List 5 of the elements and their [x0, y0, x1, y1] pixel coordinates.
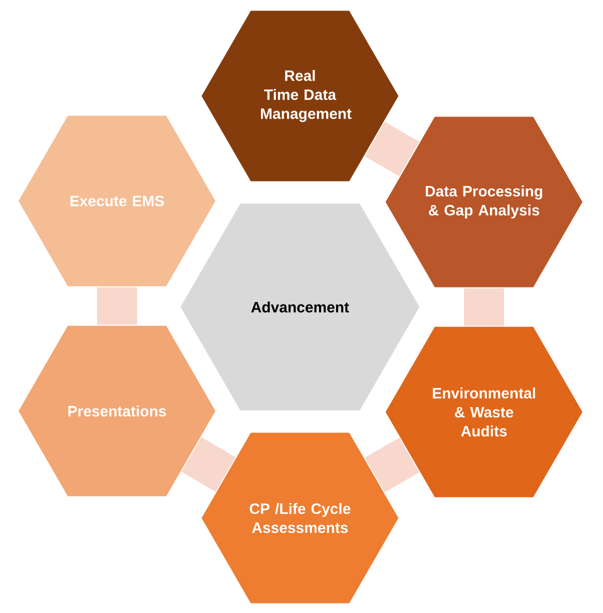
- connector-band: [464, 288, 504, 326]
- connector-band: [97, 287, 137, 325]
- connector-band: [181, 437, 236, 492]
- connector-band: [364, 438, 420, 492]
- connector-band: [364, 122, 420, 176]
